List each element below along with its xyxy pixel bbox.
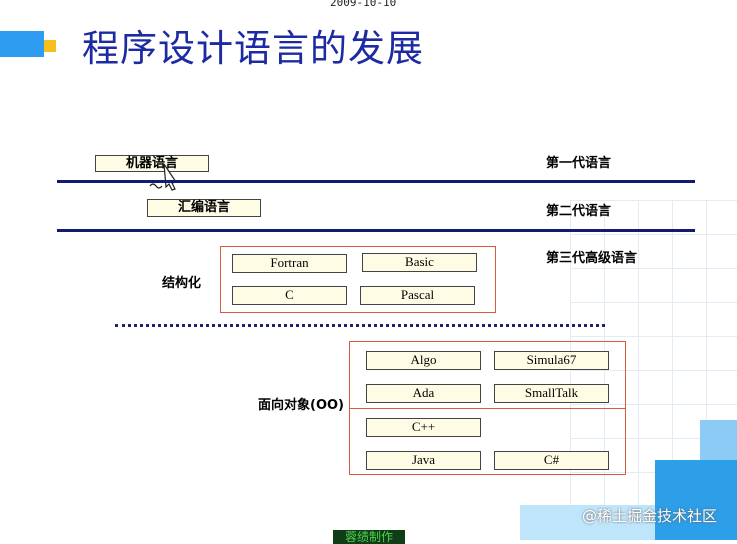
- pointer-cursor-icon: [149, 163, 177, 191]
- machine-language-box: 机器语言: [95, 155, 209, 172]
- generation-divider: [57, 180, 695, 183]
- language-box-algo: Algo: [366, 351, 481, 370]
- second-generation-label: 第二代语言: [546, 204, 612, 219]
- structured-label: 结构化: [162, 276, 202, 291]
- third-generation-label: 第三代高级语言: [546, 251, 638, 266]
- generation-divider: [57, 229, 695, 232]
- object-oriented-frame-bottom: [349, 408, 626, 475]
- language-box-ada: Ada: [366, 384, 481, 403]
- dotted-divider: [115, 324, 605, 327]
- first-generation-label: 第一代语言: [546, 156, 612, 171]
- structured-frame: [220, 246, 496, 313]
- date-stamp: 2009-10-10: [330, 0, 397, 9]
- object-oriented-label: 面向对象(OO): [258, 398, 344, 413]
- assembly-language-box: 汇编语言: [147, 199, 261, 217]
- title-accent-square: [44, 40, 56, 52]
- language-box-basic: Basic: [362, 253, 477, 272]
- language-box-cpp: C++: [366, 418, 481, 437]
- deco-block: [520, 505, 655, 540]
- language-box-fortran: Fortran: [232, 254, 347, 273]
- footer-credit: 蓉绩制作: [333, 530, 405, 544]
- deco-block: [700, 420, 737, 460]
- deco-block: [655, 460, 737, 540]
- language-box-c: C: [232, 286, 347, 305]
- language-box-csharp: C#: [494, 451, 609, 470]
- language-box-simula67: Simula67: [494, 351, 609, 370]
- language-box-pascal: Pascal: [360, 286, 475, 305]
- language-box-java: Java: [366, 451, 481, 470]
- language-box-smalltalk: SmallTalk: [494, 384, 609, 403]
- page-title: 程序设计语言的发展: [82, 27, 424, 70]
- watermark: @稀土掘金技术社区: [582, 507, 718, 525]
- title-accent-bar: [0, 31, 44, 57]
